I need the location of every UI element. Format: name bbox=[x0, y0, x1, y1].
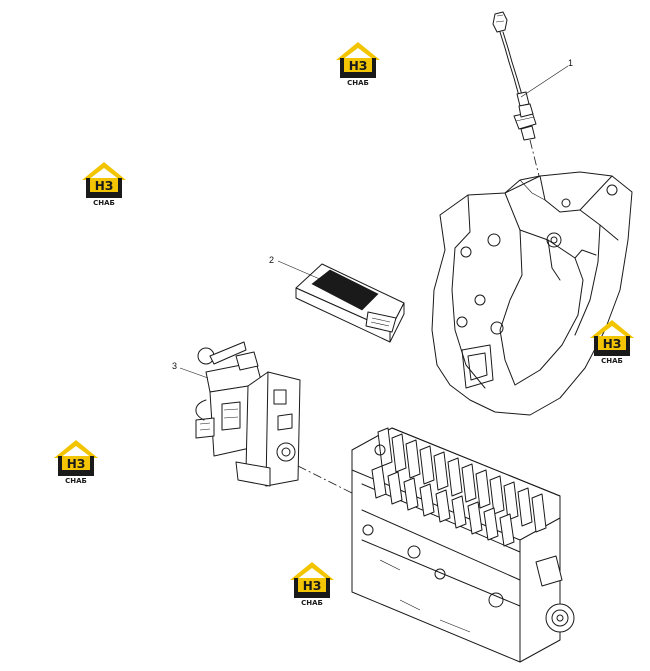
watermark-logo: НЗ СНАБ bbox=[336, 42, 380, 87]
logo-letters-box bbox=[62, 456, 90, 470]
watermark-logo: НЗ СНАБ bbox=[590, 320, 634, 365]
part-2-control-module bbox=[295, 263, 405, 343]
logo-roof bbox=[336, 42, 380, 60]
logo-roof bbox=[590, 320, 634, 338]
injector-row-lower bbox=[371, 465, 515, 547]
svg-text:2: 2 bbox=[269, 255, 274, 265]
watermark-logo: НЗ СНАБ bbox=[54, 440, 98, 485]
watermark-logo: НЗ СНАБ bbox=[82, 162, 126, 207]
logo-caption: СНАБ bbox=[65, 477, 87, 485]
logo-letters-box bbox=[90, 178, 118, 192]
logo-letters-box bbox=[298, 578, 326, 592]
svg-text:1: 1 bbox=[568, 58, 573, 68]
assembly-line-2 bbox=[297, 465, 363, 499]
logo-letters: НЗ bbox=[349, 59, 368, 73]
logo-letters-box bbox=[598, 336, 626, 350]
part-3-actuator bbox=[195, 341, 301, 487]
part-1-sensor bbox=[492, 11, 537, 141]
logo-letters: НЗ bbox=[303, 579, 322, 593]
callout-3: 3 bbox=[172, 361, 209, 379]
logo-letters: НЗ bbox=[67, 457, 86, 471]
logo-caption: СНАБ bbox=[601, 357, 623, 365]
logo-roof bbox=[54, 440, 98, 458]
callout-1: 1 bbox=[520, 58, 573, 98]
watermark-logo: НЗ СНАБ bbox=[290, 562, 334, 607]
assembly-line-1 bbox=[529, 139, 553, 231]
logo-caption: СНАБ bbox=[347, 79, 369, 87]
logo-roof bbox=[82, 162, 126, 180]
engine-housing bbox=[431, 171, 633, 416]
logo-letters-box bbox=[344, 58, 372, 72]
svg-text:3: 3 bbox=[172, 361, 177, 371]
logo-caption: СНАБ bbox=[93, 199, 115, 207]
injector-row bbox=[377, 427, 547, 533]
logo-roof bbox=[290, 562, 334, 580]
injection-pump bbox=[351, 427, 575, 663]
logo-letters: НЗ bbox=[603, 337, 622, 351]
logo-letters: НЗ bbox=[95, 179, 114, 193]
callout-2: 2 bbox=[269, 255, 323, 281]
logo-caption: СНАБ bbox=[301, 599, 323, 607]
